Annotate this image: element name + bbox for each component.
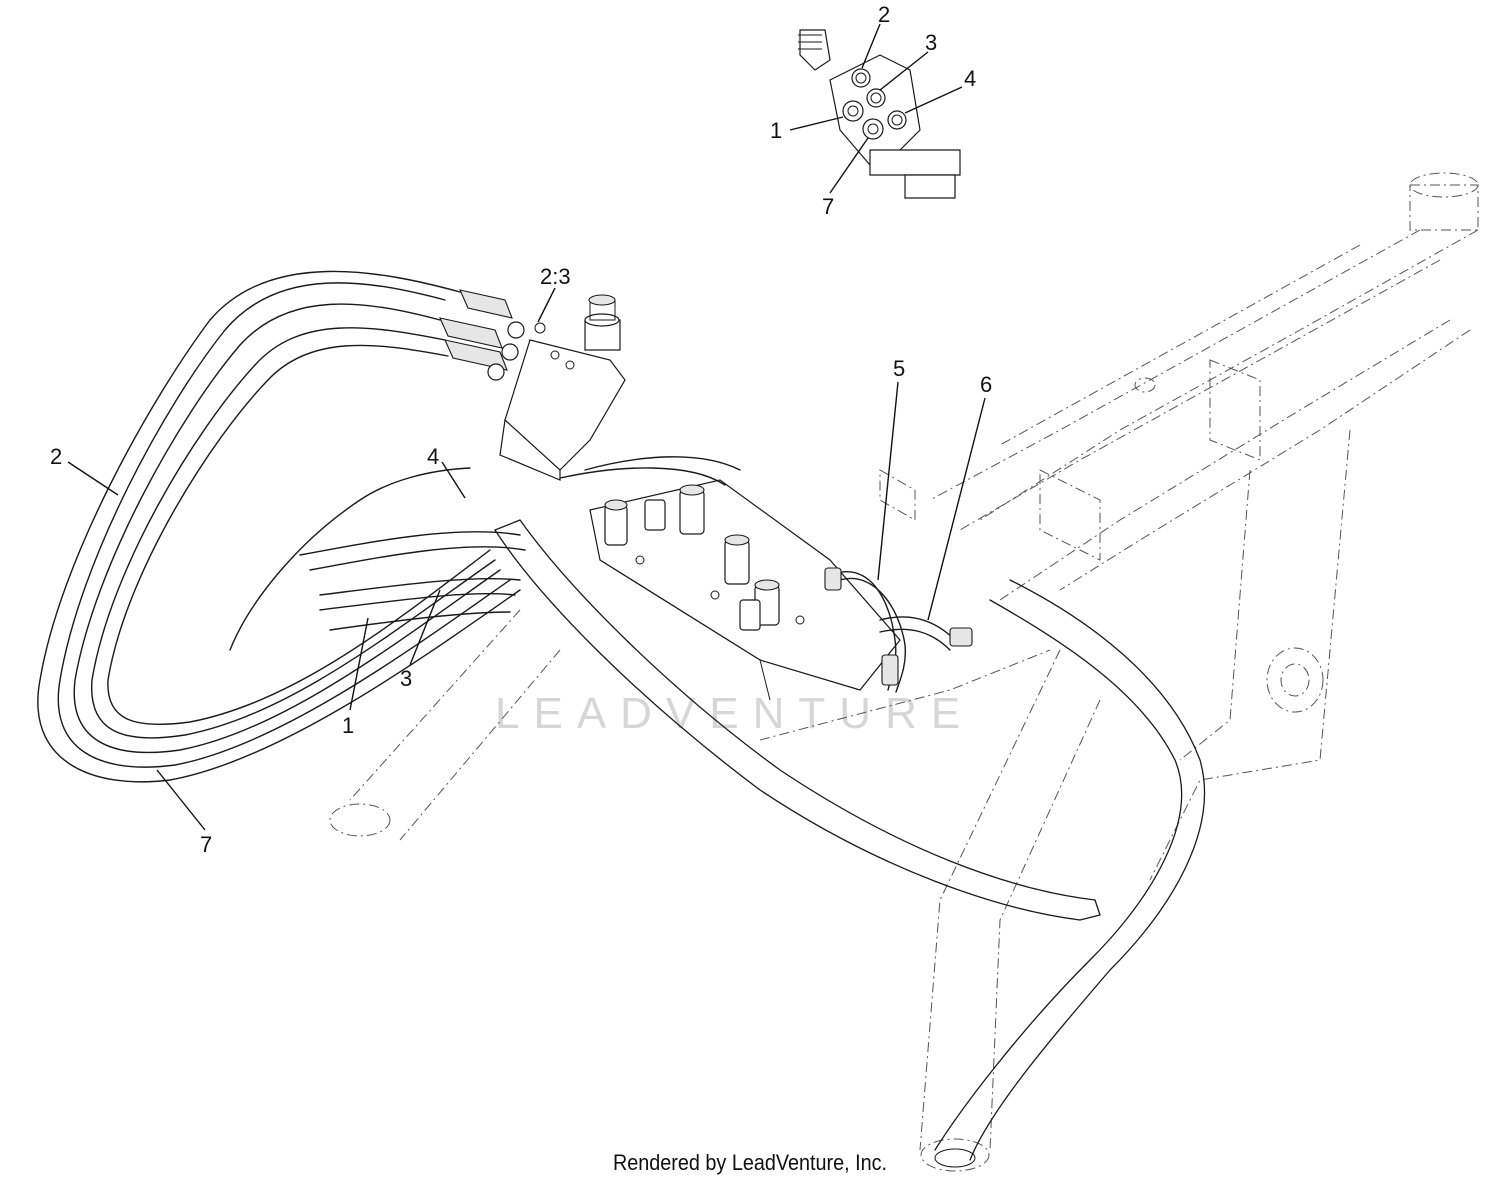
steering-valve (499, 294, 626, 481)
hose-5-6 (824, 567, 973, 693)
callout-labels: 2 3 4 1 7 2:3 5 6 2 4 3 1 7 (50, 2, 992, 857)
callout-2-3: 2:3 (540, 264, 571, 289)
callout-3: 3 (400, 666, 412, 691)
callout-2-inset: 2 (878, 2, 890, 27)
callout-1-inset: 1 (770, 118, 782, 143)
watermark-text: LEADVENTURE (495, 689, 974, 738)
callout-3-inset: 3 (925, 30, 937, 55)
valve-manifold (589, 479, 901, 701)
callout-4: 4 (427, 444, 439, 469)
bumper-bar (494, 519, 1205, 1168)
callout-7: 7 (200, 832, 212, 857)
callout-4-inset: 4 (964, 66, 976, 91)
callout-7-inset: 7 (822, 194, 834, 219)
callout-2: 2 (50, 444, 62, 469)
callout-6: 6 (980, 372, 992, 397)
callout-5: 5 (893, 356, 905, 381)
hose-fittings (439, 289, 525, 381)
leader-lines (67, 23, 986, 831)
frame-phantom (329, 172, 1479, 1172)
render-credit: Rendered by LeadVenture, Inc. (612, 1150, 888, 1175)
inset-port-view (798, 29, 961, 199)
callout-1: 1 (342, 713, 354, 738)
